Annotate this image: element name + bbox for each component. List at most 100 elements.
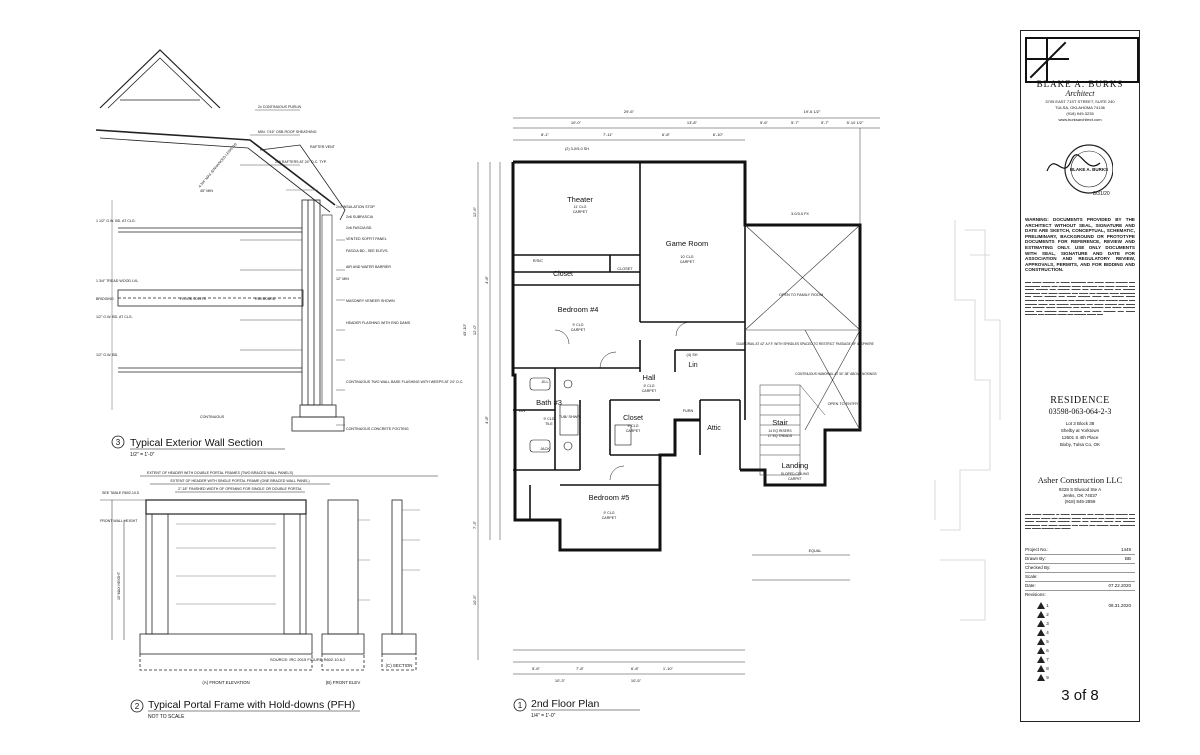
label-lin: LIN [519, 409, 525, 413]
dim-sub-3: 6'-10" [713, 132, 724, 137]
field-value: 1449 [1120, 547, 1131, 552]
dim-left-4: 7'-3" [472, 520, 477, 529]
room-closet-2: Closet [623, 415, 643, 422]
floor-plan-title-text: 2nd Floor Plan [531, 698, 599, 710]
room-hall-sub: 9' CLG [643, 384, 654, 388]
wall-label-2: 12" MIN [336, 277, 349, 281]
revision-3: 3 [1025, 619, 1135, 628]
dim-top-2: 5'-6" [760, 120, 769, 125]
dim-top-3: 5'-7" [791, 120, 800, 125]
revision-4: 4 [1025, 628, 1135, 637]
room-game-room: Game Room [666, 239, 709, 248]
label-window-theater: (2) 3-0/5-0 SH [565, 147, 589, 151]
revision-triangle-icon [1037, 638, 1045, 646]
field-label: Revisions: [1025, 592, 1046, 597]
room-stair-sub: 14 EQ RISERS [768, 429, 792, 433]
dim-left-0: 12'-6" [472, 206, 477, 217]
portal-frame-title: 2 Typical Portal Frame with Hold-downs (… [130, 699, 360, 720]
builder-address-2: Jenks, OK 74037 [1062, 493, 1098, 498]
revision-6: 6 [1025, 646, 1135, 655]
field-project-no: Project No.: 1449 [1025, 545, 1135, 555]
room-bedroom-5-finish: CARPET [602, 516, 617, 520]
label-furn: FURN [683, 409, 694, 413]
revision-1: 1 08.31.2020 [1025, 601, 1135, 610]
room-stair-finish: 17 EQ TREADS [768, 434, 793, 438]
firm-website: www.burksarchitect.com [1058, 117, 1102, 122]
seal-name: BLAKE A. BURKS [1070, 167, 1108, 172]
portal-view-a: (A) FRONT ELEVATION [202, 680, 249, 685]
room-bath-3-finish: TILE [545, 422, 553, 426]
dim-top-0: 10'-0" [571, 120, 582, 125]
wall-label-6: CONTINUOUS [200, 415, 225, 419]
room-bedroom-4-sub: 9' CLG [572, 323, 583, 327]
revision-num: 8 [1046, 666, 1049, 671]
wall-label-3: FLOOR JOISTS [180, 297, 207, 301]
revision-num: 2 [1046, 612, 1049, 617]
field-label: Project No.: [1025, 547, 1049, 552]
revision-triangle-icon [1037, 665, 1045, 673]
wall-label-0: 4-3/4" MAX (ENHANCED LENGTH) [198, 142, 238, 189]
room-attic: Attic [707, 425, 721, 432]
revision-8: 8 [1025, 664, 1135, 673]
floor-plan-number: 1 [518, 701, 523, 710]
wall-section-title: 3 Typical Exterior Wall Section 1/2" = 1… [111, 435, 285, 458]
lot-line-2: Shelby at Yorktown [1060, 428, 1100, 433]
floor-plan-scale: 1/4" = 1'-0" [531, 713, 556, 719]
wall-note-right-2: RAFTER VENT [310, 145, 336, 149]
lot-line-4: Bixby, Tulsa Co, OK [1060, 442, 1100, 447]
field-label: Scale: [1025, 574, 1038, 579]
portal-view-b: (B) FRONT ELEV [326, 680, 361, 685]
revision-date: 08.31.2020 [1108, 603, 1131, 608]
wall-label-5: BRIDGING [96, 297, 114, 301]
dim-bottom-4: 10'-3" [555, 678, 566, 683]
wall-section-detail [95, 49, 346, 432]
label-closet-small: CLOSET [617, 267, 633, 271]
firm-address-line-1: 3705 EAST 71ST STREET, SUITE 240 [1045, 99, 1115, 104]
room-theater-sub: 11' CLG [574, 205, 587, 209]
dim-sub-1: 7'-11" [603, 132, 613, 137]
room-landing: Landing [782, 461, 809, 470]
wall-section-number: 3 [116, 438, 121, 447]
builder-address-1: 9228 S Elwood Ste A [1058, 487, 1102, 492]
label-open-entry: OPEN TO ENTRY [828, 402, 859, 406]
sheet-number: 3 of 8 [1061, 687, 1099, 704]
revision-num: 6 [1046, 648, 1049, 653]
dim-top-1: 13'-8" [687, 120, 698, 125]
field-revisions: Revisions: [1025, 590, 1135, 599]
portal-top-note-2: 2"-18" FINISHED WIDTH OF OPENING FOR SIN… [178, 487, 302, 491]
wall-note-right-11: HEADER FLASHING WITH END DAMS [346, 321, 411, 325]
room-bath-3: Bath #3 [536, 398, 562, 407]
wall-note-right-4: 2x4 INSULATION STOP [336, 205, 375, 209]
room-bath-3-sub: 9' CLG [543, 417, 554, 421]
wall-label-4: RIM BOARD [255, 297, 276, 301]
portal-source: SOURCE: IRC 2015 FIGURE R602.10.6.2 [270, 657, 346, 662]
field-drawn-by: Drawn By:BB [1025, 554, 1135, 564]
room-bedroom-4: Bedroom #4 [558, 305, 599, 314]
label-window-sh: (4) SH [687, 353, 698, 357]
label-rsc: R/S/C [533, 259, 543, 263]
room-landing-finish: CARPET [788, 477, 802, 481]
seal-date: 8/31/20 [1093, 191, 1110, 197]
revision-5: 5 [1025, 637, 1135, 646]
wall-note-right-9: AIR AND WATER BARRIER [346, 265, 391, 269]
label-jack: JACK [540, 447, 550, 451]
revision-9: 9 [1025, 673, 1135, 682]
dim-bottom-3: 1'-10" [663, 666, 674, 671]
project-name: RESIDENCE [1050, 395, 1110, 406]
portal-frame-detail [100, 475, 438, 671]
revision-triangle-icon [1037, 620, 1045, 628]
dim-overall-right: 19'-6 1/2" [804, 109, 821, 114]
room-stair: Stair [772, 418, 788, 427]
portal-frame-notes: EXTENT OF HEADER WITH DOUBLE PORTAL FRAM… [100, 471, 412, 685]
dim-bottom-2: 6'-8" [631, 666, 640, 671]
floor-plan-rooms: Theater 11' CLG CARPET Game Room 10' CLG… [536, 195, 809, 520]
room-closet-1: Closet [553, 271, 573, 278]
dim-left-5: 10'-5" [472, 594, 477, 605]
field-date: Date:07.22.2020 [1025, 581, 1135, 591]
room-lin: Lin [688, 362, 697, 369]
dim-sub-2: 6'-8" [662, 132, 671, 137]
firm-subtitle: Architect [1065, 89, 1095, 98]
revision-num: 1 [1046, 603, 1049, 608]
label-equal: EQUAL [809, 549, 822, 553]
